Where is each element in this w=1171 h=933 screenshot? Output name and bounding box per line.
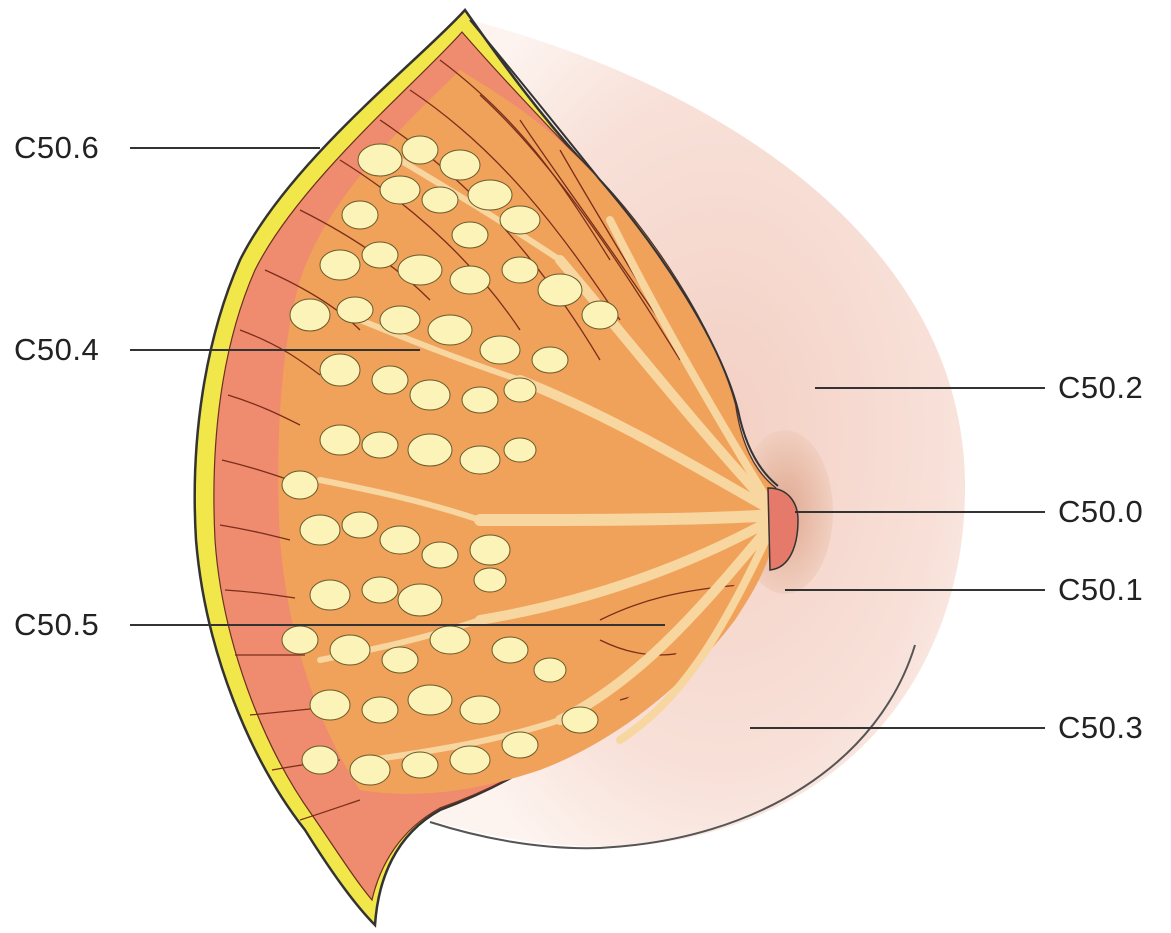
label-c50-6: C50.6 — [14, 132, 99, 163]
label-c50-2: C50.2 — [1058, 372, 1143, 403]
label-c50-3: C50.3 — [1058, 712, 1143, 743]
label-c50-1: C50.1 — [1058, 574, 1143, 605]
label-c50-5: C50.5 — [14, 609, 99, 640]
label-c50-0: C50.0 — [1058, 496, 1143, 527]
label-c50-4: C50.4 — [14, 334, 99, 365]
